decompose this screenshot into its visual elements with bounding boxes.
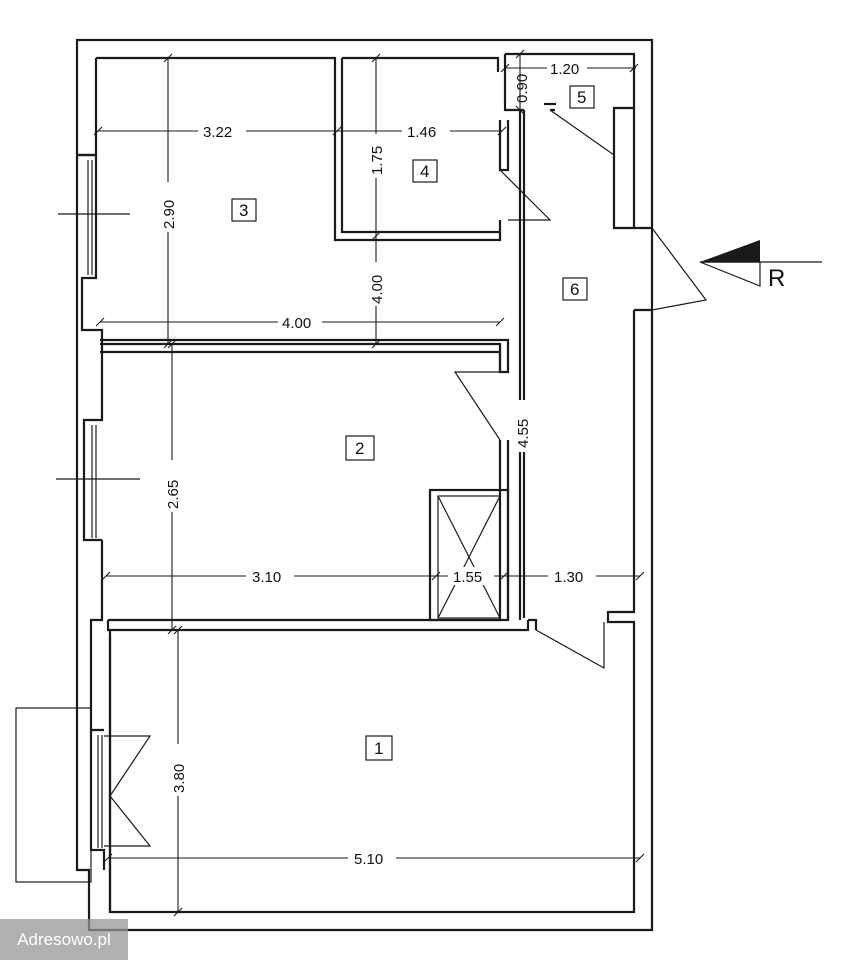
entrance-marker-label: R (768, 265, 785, 292)
room-5-label: 5 (577, 88, 586, 107)
room-2-label: 2 (355, 439, 364, 458)
dim-3-80: 3.80 (171, 764, 188, 793)
dim-3-22: 3.22 (203, 124, 232, 141)
balcony (15, 707, 92, 883)
dim-1-20: 1.20 (550, 61, 579, 78)
ventilation-shaft (428, 488, 510, 622)
dim-3-10: 3.10 (252, 569, 281, 586)
room-4-label: 4 (420, 162, 429, 181)
dim-4-55: 4.55 (515, 419, 532, 448)
dim-2-65: 2.65 (165, 480, 182, 509)
room-labels: 3 4 5 6 2 1 (231, 85, 595, 761)
dim-4-00-horizontal: 4.00 (282, 315, 311, 332)
room-3-label: 3 (239, 201, 248, 220)
room-1-label: 1 (374, 739, 383, 758)
left-wall (56, 153, 140, 870)
dim-1-30: 1.30 (554, 569, 583, 586)
entrance-marker: R (699, 240, 822, 292)
dim-2-90: 2.90 (161, 200, 178, 229)
dim-5-10: 5.10 (354, 851, 383, 868)
dim-0-90: 0.90 (514, 74, 531, 103)
dim-1-55: 1.55 (453, 569, 482, 586)
dimension-lines: 3.22 1.46 1.20 0.90 1.75 4.00 2.90 (93, 49, 645, 917)
dim-1-75: 1.75 (369, 146, 386, 175)
dim-1-46: 1.46 (407, 124, 436, 141)
watermark: Adresowo.pl (0, 919, 128, 960)
door-swings (104, 109, 708, 847)
room-6-label: 6 (570, 280, 579, 299)
dim-4-00-vertical: 4.00 (369, 275, 386, 304)
